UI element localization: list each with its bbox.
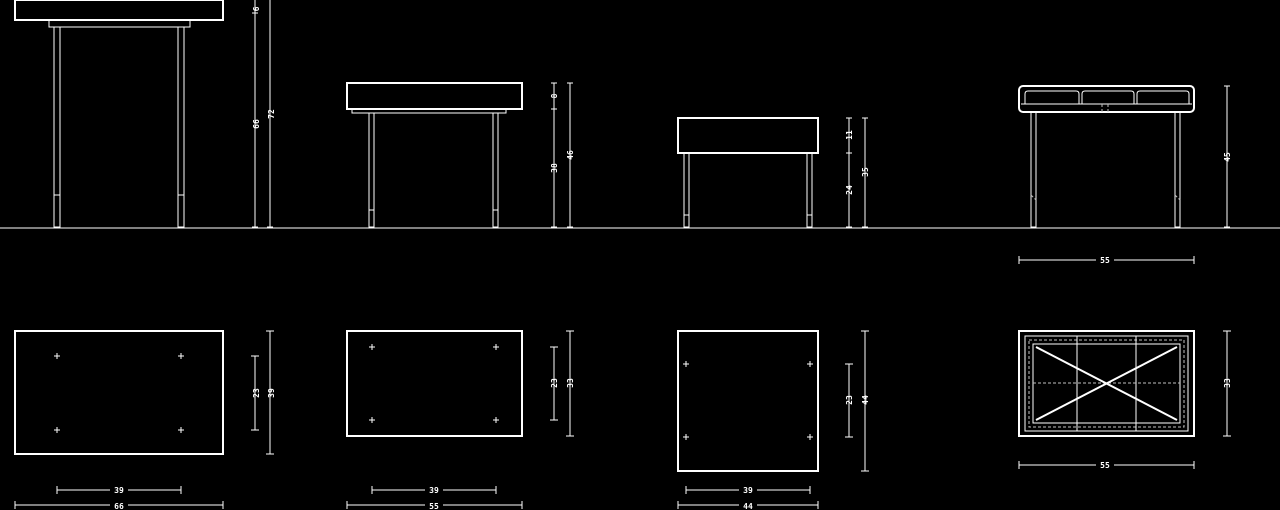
table-2-top (346, 82, 523, 110)
table-1-leg-right (177, 26, 185, 228)
dim-plan-4-width: 55 (1100, 461, 1110, 470)
plan-3-top (677, 330, 819, 472)
table-4-leg-right (1174, 111, 1181, 228)
plan-table-2: 23 33 39 55 (346, 330, 575, 510)
dim-plan-3-inner-width: 39 (743, 486, 753, 495)
elevation-table-2: 8 38 46 (346, 82, 575, 228)
elevation-table-1: 6 66 72 (14, 0, 276, 228)
plan-table-4: 33 55 (1018, 330, 1232, 470)
table-2-apron (351, 108, 507, 114)
table-3-leg-right (806, 152, 813, 228)
plan-4-brace-b (1035, 346, 1178, 421)
plan-table-3: 23 44 39 44 (677, 330, 870, 510)
plan-1-leg-marks (54, 353, 184, 433)
plan-4-top (1018, 330, 1195, 437)
plan-2-leg-marks (369, 344, 499, 423)
plan-1-top (14, 330, 224, 455)
dim-plan-1-width: 66 (114, 502, 124, 510)
table-1-leg-left (53, 26, 61, 228)
dim-plan-1-depth: 39 (267, 388, 276, 398)
dim-table-3-leg: 24 (845, 185, 854, 195)
dim-table-4-width: 55 (1100, 256, 1110, 265)
dim-plan-1-inner-depth: 23 (252, 388, 261, 398)
table-3-leg-left (683, 152, 690, 228)
elevation-table-3: 11 24 35 (677, 117, 870, 228)
dim-table-3-total: 35 (861, 167, 870, 177)
table-1-apron (48, 19, 191, 28)
dim-table-2-leg: 38 (550, 163, 559, 173)
plan-table-1: 23 39 39 66 (14, 330, 276, 510)
dim-table-3-top: 11 (845, 130, 854, 140)
table-3-top (677, 117, 819, 154)
dim-plan-2-inner-depth: 23 (550, 378, 559, 388)
dim-table-1-top: 6 (252, 6, 261, 11)
dim-table-2-total: 46 (566, 150, 575, 160)
dim-plan-2-depth: 33 (566, 378, 575, 388)
dim-table-2-top: 8 (550, 93, 559, 98)
dim-plan-3-width: 44 (743, 502, 753, 510)
dim-plan-3-depth: 44 (861, 395, 870, 405)
table-1-top (14, 0, 224, 21)
dim-plan-2-inner-width: 39 (429, 486, 439, 495)
table-2-leg-left (368, 112, 375, 228)
plan-2-top (346, 330, 523, 437)
table-2-leg-right (492, 112, 499, 228)
dim-plan-2-width: 55 (429, 502, 439, 510)
dim-table-1-leg: 66 (252, 119, 261, 129)
dim-plan-4-depth: 33 (1223, 378, 1232, 388)
dim-plan-3-inner-depth: 23 (845, 395, 854, 405)
table-4-top (1018, 85, 1195, 113)
table-4-leg-left (1030, 111, 1037, 228)
elevation-table-4: 45 55 (1018, 85, 1232, 265)
dim-table-1-total: 72 (267, 109, 276, 119)
dim-table-4-height: 45 (1223, 152, 1232, 162)
dim-plan-1-inner-width: 39 (114, 486, 124, 495)
plan-3-leg-marks (683, 361, 813, 440)
